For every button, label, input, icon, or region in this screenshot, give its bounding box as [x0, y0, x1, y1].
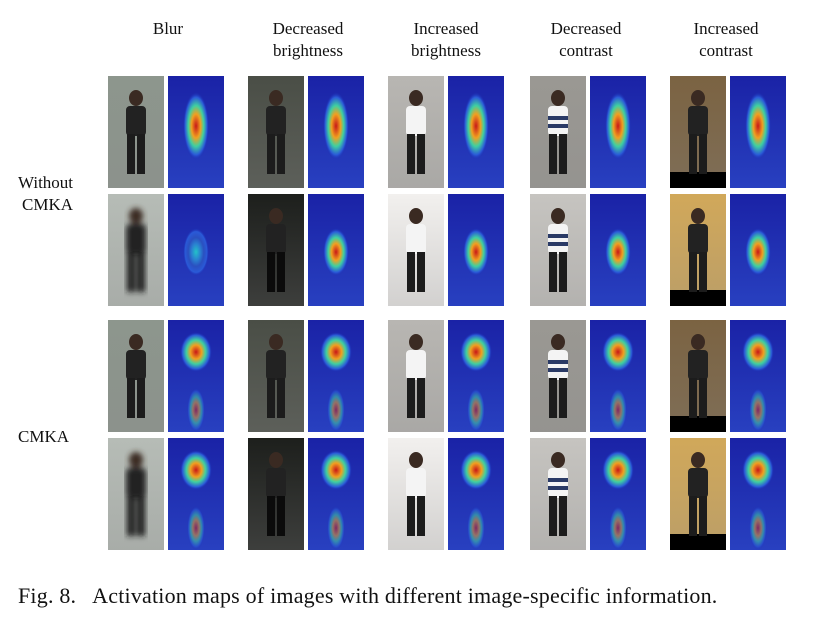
- column-header-line1: Increased: [413, 19, 479, 38]
- activation-map-image: [730, 194, 786, 306]
- activation-map-image: [168, 438, 224, 550]
- person-image: [388, 76, 444, 188]
- activation-map-image: [308, 76, 364, 188]
- column-header-decreased-contrast: Decreased contrast: [526, 18, 646, 62]
- person-image: [248, 438, 304, 550]
- column-header-line2: contrast: [699, 41, 753, 60]
- column-header-line1: Decreased: [272, 19, 344, 38]
- activation-map-image: [730, 438, 786, 550]
- activation-map-image: [448, 320, 504, 432]
- row-label-line1: CMKA: [18, 427, 70, 446]
- activation-map-image: [168, 320, 224, 432]
- column-header-blur: Blur: [108, 18, 228, 40]
- row-label-without-cmka: Without CMKA: [18, 172, 73, 216]
- column-header-line1: Decreased: [550, 19, 622, 38]
- person-image: [388, 438, 444, 550]
- activation-map-image: [308, 438, 364, 550]
- person-image: [670, 76, 726, 188]
- activation-map-image: [168, 76, 224, 188]
- person-image: [108, 438, 164, 550]
- activation-map-image: [590, 194, 646, 306]
- person-image: [388, 320, 444, 432]
- row-label-line2: CMKA: [22, 195, 74, 214]
- column-header-line2: brightness: [273, 41, 343, 60]
- column-header-line2: brightness: [411, 41, 481, 60]
- row-label-cmka: CMKA: [18, 426, 69, 448]
- activation-map-image: [308, 320, 364, 432]
- activation-map-image: [730, 320, 786, 432]
- column-header-increased-brightness: Increased brightness: [386, 18, 506, 62]
- column-header-increased-contrast: Increased contrast: [666, 18, 786, 62]
- person-image: [388, 194, 444, 306]
- activation-map-image: [448, 76, 504, 188]
- activation-map-image: [448, 194, 504, 306]
- column-header-line1: Blur: [152, 19, 184, 38]
- person-image: [108, 320, 164, 432]
- column-header-line2: contrast: [559, 41, 613, 60]
- person-image: [530, 194, 586, 306]
- column-header-line1: Increased: [693, 19, 759, 38]
- activation-map-image: [448, 438, 504, 550]
- activation-map-image: [590, 320, 646, 432]
- person-image: [530, 76, 586, 188]
- person-image: [530, 438, 586, 550]
- person-image: [530, 320, 586, 432]
- person-image: [670, 194, 726, 306]
- caption-text: Activation maps of images with different…: [92, 583, 718, 608]
- column-header-decreased-brightness: Decreased brightness: [248, 18, 368, 62]
- person-image: [248, 320, 304, 432]
- person-image: [248, 194, 304, 306]
- activation-map-image: [590, 438, 646, 550]
- person-image: [670, 320, 726, 432]
- activation-map-image: [730, 76, 786, 188]
- activation-map-image: [590, 76, 646, 188]
- person-image: [248, 76, 304, 188]
- activation-map-image: [308, 194, 364, 306]
- activation-map-image: [168, 194, 224, 306]
- person-image: [108, 76, 164, 188]
- figure-number: Fig. 8.: [18, 583, 77, 608]
- person-image: [108, 194, 164, 306]
- person-image: [670, 438, 726, 550]
- row-label-line1: Without: [18, 173, 74, 192]
- figure-caption: Fig. 8. Activation maps of images with d…: [18, 583, 718, 609]
